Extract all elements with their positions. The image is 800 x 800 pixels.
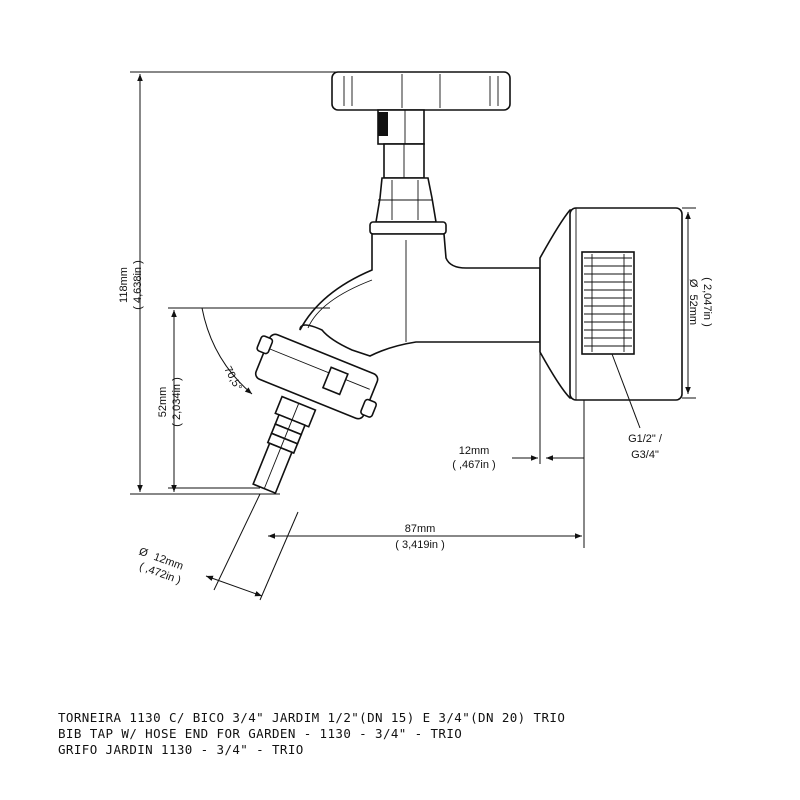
caption-line-es: GRIFO JARDIN 1130 - 3/4" - TRIO [58, 742, 304, 757]
dim-hose-diameter: Ø 12mm ( ,472in ) [137, 546, 185, 587]
svg-text:Ø 52mm: Ø 52mm [687, 279, 699, 325]
svg-text:( 3,419in ): ( 3,419in ) [395, 539, 445, 551]
hose-nozzle [252, 395, 317, 495]
dimension-lines [130, 71, 696, 601]
dim-thread-diameter: Ø 52mm ( 2,047in ) [687, 277, 713, 327]
svg-text:( 2,047in ): ( 2,047in ) [701, 277, 713, 327]
svg-text:70,5°: 70,5° [221, 364, 244, 392]
svg-text:12mm: 12mm [459, 445, 490, 457]
svg-text:G3/4": G3/4" [631, 449, 659, 461]
dim-angle: 70,5° [221, 364, 244, 392]
svg-text:G1/2" /: G1/2" / [628, 433, 663, 445]
svg-text:118mm: 118mm [118, 267, 130, 303]
caption-line-pt: TORNEIRA 1130 C/ BICO 3/4" JARDIM 1/2"(D… [58, 710, 566, 725]
thread-nipple [581, 251, 635, 355]
svg-text:( ,467in ): ( ,467in ) [452, 459, 495, 471]
caption-line-en: BIB TAP W/ HOSE END FOR GARDEN - 1130 - … [58, 726, 463, 741]
hose-coupling [254, 333, 379, 420]
dim-thread-spec: G1/2" / G3/4" [628, 433, 663, 461]
thread-lines [584, 254, 632, 352]
dim-thread-depth: 12mm ( ,467in ) [452, 445, 495, 471]
svg-text:( 2,034in ): ( 2,034in ) [171, 377, 183, 427]
svg-text:( 4,638in ): ( 4,638in ) [132, 260, 144, 310]
svg-text:52mm: 52mm [157, 387, 169, 418]
handle [331, 71, 511, 111]
dim-total-height: 118mm ( 4,638in ) [118, 260, 144, 310]
dim-length: 87mm ( 3,419in ) [395, 523, 445, 551]
tap-body [252, 71, 683, 495]
dim-spout-height: 52mm ( 2,034in ) [157, 377, 183, 427]
caption-block: TORNEIRA 1130 C/ BICO 3/4" JARDIM 1/2"(D… [58, 710, 778, 758]
tap-body-main [299, 233, 541, 357]
svg-text:87mm: 87mm [405, 523, 436, 535]
